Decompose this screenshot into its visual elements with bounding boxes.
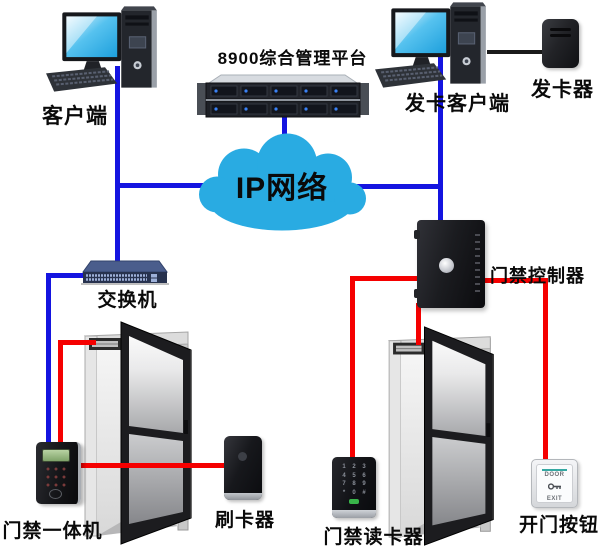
line-client-to-switch [115, 66, 120, 268]
exit-button-icon[interactable]: DOOR EXIT [531, 459, 578, 508]
line-controller-to-reader-v [350, 276, 355, 462]
swipe-reader-base [224, 493, 262, 500]
line-switch-to-aio [46, 273, 51, 445]
ip-network-label: IP网络 [235, 172, 329, 205]
key-icon [547, 483, 561, 490]
swipe-reader-icon [224, 436, 262, 500]
line-cardclient-to-controller [438, 56, 443, 224]
line-aio-to-swipereader [76, 463, 226, 468]
exit-button-exit-text: EXIT [546, 496, 563, 502]
platform-server-label: 8900综合管理平台 [217, 49, 368, 68]
line-aio-to-maglock-h [58, 340, 96, 345]
door-controller-label: 门禁控制器 [490, 266, 585, 286]
line-controller-to-reader-h [350, 276, 418, 281]
controller-vents [475, 234, 480, 292]
controller-tab-top [414, 230, 420, 239]
aio-keypad [44, 465, 68, 489]
door-right [386, 325, 518, 547]
line-switch-left [46, 273, 88, 278]
line-cloud-right [357, 184, 443, 189]
card-issuer-slot [550, 28, 571, 31]
door-left [83, 320, 215, 546]
aio-lcd-screen [42, 449, 70, 462]
aio-terminal-icon [36, 442, 81, 504]
client-pc-label: 客户端 [42, 105, 108, 128]
door-controller-icon [414, 220, 485, 308]
switch-label: 交换机 [97, 290, 158, 311]
aio-card-sensor [49, 489, 62, 499]
switch-icon [79, 257, 171, 288]
line-pc-to-cardissuer [487, 50, 545, 54]
line-controller-to-maglock2 [416, 303, 421, 345]
line-cloud-left [115, 183, 207, 188]
client-pc-icon [44, 6, 166, 96]
exit-button-door-text: DOOR [544, 472, 565, 478]
swipe-reader-logo [238, 452, 247, 461]
door-reader-base [332, 510, 376, 518]
exit-button-panel[interactable]: DOOR EXIT [536, 464, 573, 503]
card-issuer-icon [542, 19, 579, 68]
card-client-pc-icon [373, 2, 495, 92]
line-aio-to-maglock-v [58, 340, 63, 444]
line-exit-button-v [543, 278, 548, 464]
swipe-reader-label: 刷卡器 [214, 510, 275, 531]
card-client-label: 发卡客户端 [405, 93, 510, 115]
door-reader-logo [349, 499, 359, 504]
line-controller-to-exit-h [482, 278, 548, 283]
door-reader-label: 门禁读卡器 [323, 527, 424, 548]
card-issuer-label: 发卡器 [531, 79, 594, 101]
exit-button-label: 开门按钮 [518, 515, 599, 536]
controller-tab-bottom [414, 289, 420, 298]
card-issuer-slot2 [550, 34, 571, 37]
controller-logo [439, 258, 454, 273]
exit-button-stripe [542, 469, 567, 471]
platform-server-icon [197, 74, 369, 119]
aio-terminal-label: 门禁一体机 [2, 521, 103, 542]
